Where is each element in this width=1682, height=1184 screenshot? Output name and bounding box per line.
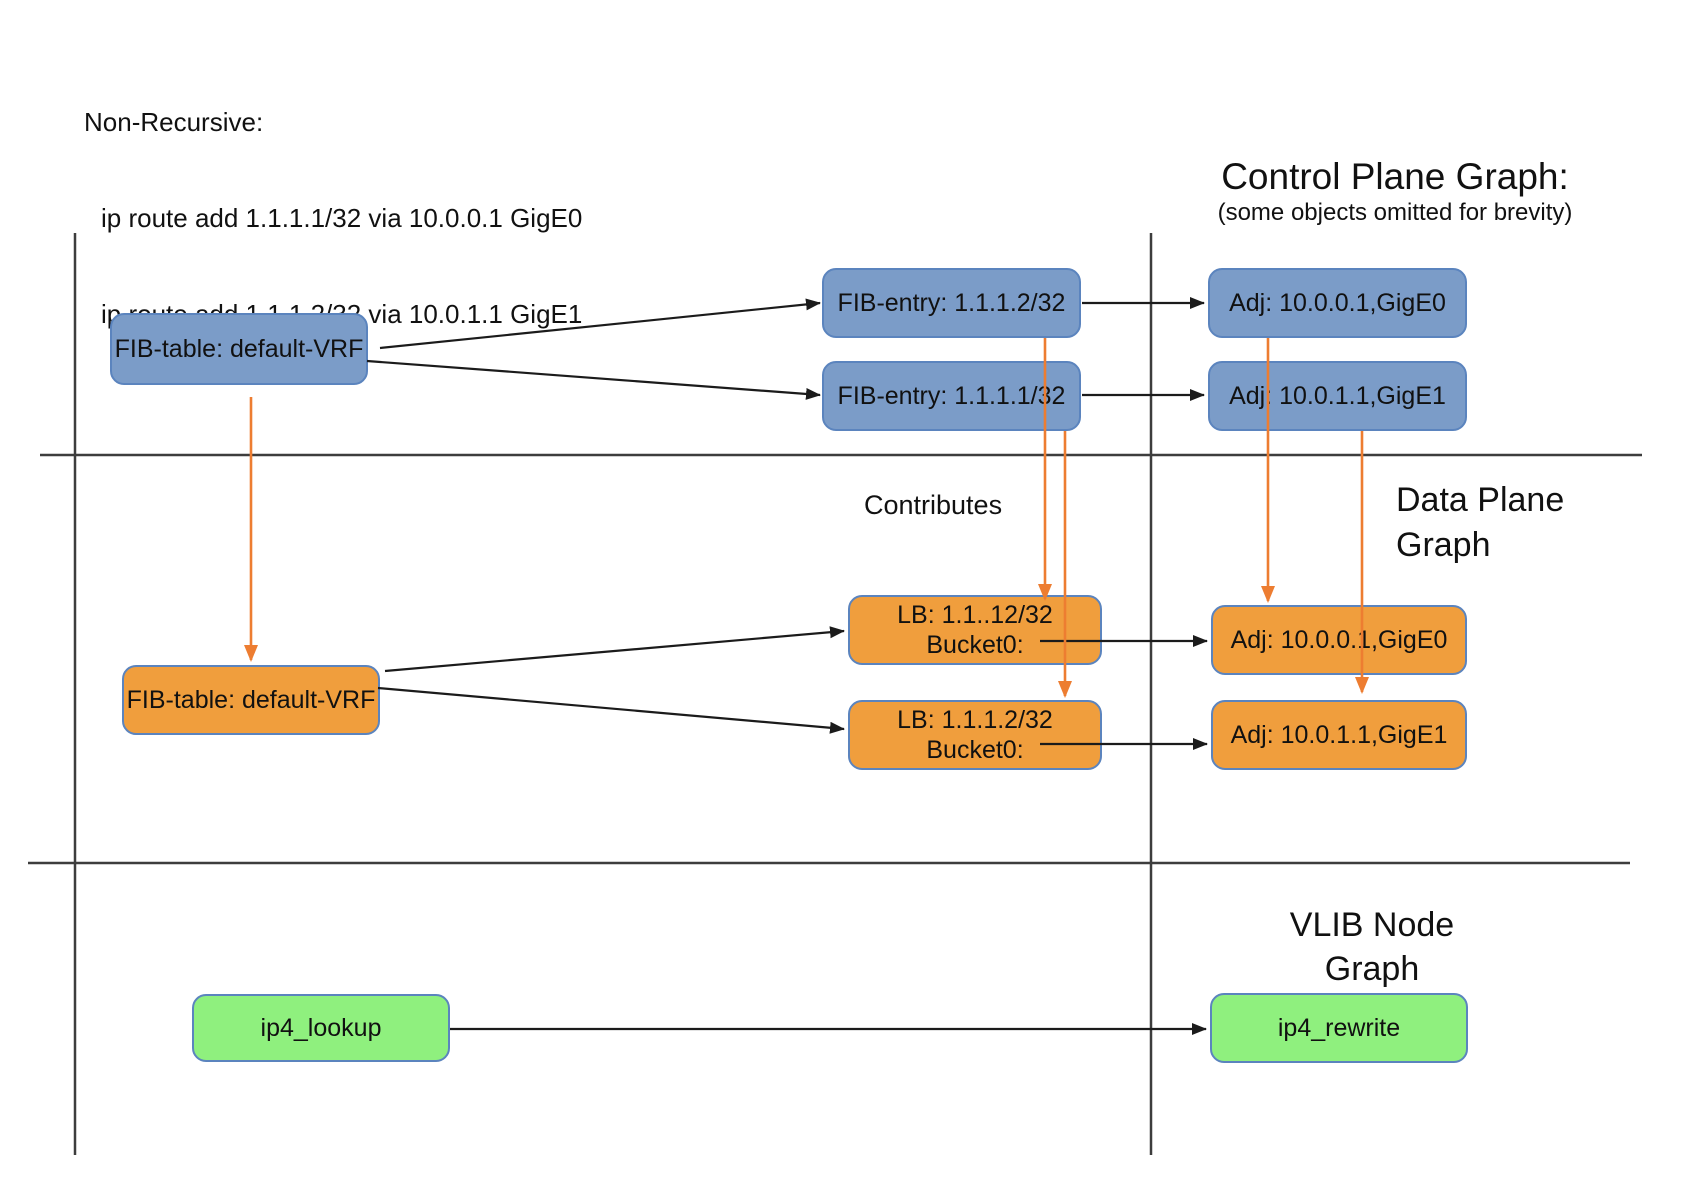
contributes-label: Contributes bbox=[864, 490, 1003, 520]
dp-adj-gige1-label: Adj: 10.0.1.1,GigE1 bbox=[1230, 720, 1448, 749]
dp-adj-gige1-node: Adj: 10.0.1.1,GigE1 bbox=[1211, 700, 1467, 770]
arrow-dp-table-to-lb2 bbox=[377, 686, 845, 734]
data-plane-title-line2: Graph bbox=[1396, 526, 1491, 564]
data-plane-heading: Data Plane Graph bbox=[1396, 478, 1564, 568]
cp-fib-entry-1112-label: FIB-entry: 1.1.1.2/32 bbox=[837, 288, 1066, 317]
note-title: Non-Recursive: bbox=[84, 107, 264, 137]
vlib-heading: VLIB Node Graph bbox=[1222, 903, 1522, 991]
control-plane-title: Control Plane Graph: bbox=[1221, 156, 1569, 197]
control-plane-heading: Control Plane Graph: (some objects omitt… bbox=[1160, 155, 1630, 227]
cp-fib-table-node: FIB-table: default-VRF bbox=[110, 313, 368, 385]
control-plane-subtitle: (some objects omitted for brevity) bbox=[1217, 199, 1573, 226]
dp-fib-table-label: FIB-table: default-VRF bbox=[126, 685, 376, 714]
cp-fib-entry-1111-label: FIB-entry: 1.1.1.1/32 bbox=[837, 381, 1066, 410]
dp-lb1-node: LB: 1.1..12/32 Bucket0: bbox=[848, 595, 1102, 665]
cp-fib-table-label: FIB-table: default-VRF bbox=[114, 334, 364, 363]
dp-lb1-line2: Bucket0: bbox=[926, 631, 1024, 659]
dp-lb1-line1: LB: 1.1..12/32 bbox=[897, 601, 1053, 629]
cp-adj-gige1-label: Adj: 10.0.1.1,GigE1 bbox=[1229, 381, 1446, 410]
dp-adj-gige0-node: Adj: 10.0.0.1,GigE0 bbox=[1211, 605, 1467, 675]
cp-adj-gige0-node: Adj: 10.0.0.1,GigE0 bbox=[1208, 268, 1467, 338]
note-line-1: ip route add 1.1.1.1/32 via 10.0.0.1 Gig… bbox=[101, 203, 583, 233]
dp-lb2-line1: LB: 1.1.1.2/32 bbox=[897, 706, 1053, 734]
vlib-ip4-lookup-label: ip4_lookup bbox=[260, 1013, 382, 1042]
dp-adj-gige0-label: Adj: 10.0.0.1,GigE0 bbox=[1230, 625, 1448, 654]
arrow-dp-table-to-lb1 bbox=[384, 626, 845, 673]
dp-lb2-line2: Bucket0: bbox=[926, 736, 1024, 764]
vlib-ip4-lookup-node: ip4_lookup bbox=[192, 994, 450, 1062]
cp-adj-gige0-label: Adj: 10.0.0.1,GigE0 bbox=[1229, 288, 1446, 317]
vlib-title-line2: Graph bbox=[1324, 950, 1420, 988]
dp-fib-table-node: FIB-table: default-VRF bbox=[122, 665, 380, 735]
cp-adj-gige1-node: Adj: 10.0.1.1,GigE1 bbox=[1208, 361, 1467, 431]
dp-lb2-node: LB: 1.1.1.2/32 Bucket0: bbox=[848, 700, 1102, 770]
data-plane-title-line1: Data Plane bbox=[1396, 481, 1565, 519]
vlib-ip4-rewrite-label: ip4_rewrite bbox=[1277, 1013, 1401, 1042]
vlib-title-line1: VLIB Node bbox=[1289, 906, 1455, 944]
vlib-ip4-rewrite-node: ip4_rewrite bbox=[1210, 993, 1468, 1063]
cp-fib-entry-1111-node: FIB-entry: 1.1.1.1/32 bbox=[822, 361, 1081, 431]
cp-fib-entry-1112-node: FIB-entry: 1.1.1.2/32 bbox=[822, 268, 1081, 338]
